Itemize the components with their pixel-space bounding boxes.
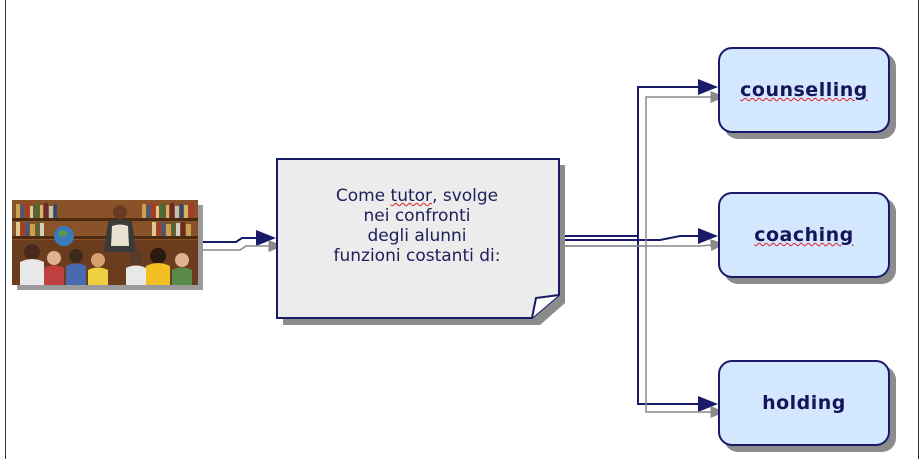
connector-photo-note-dark [198, 230, 276, 246]
box-coaching: coaching [718, 192, 890, 278]
note-line-4: funzioni costanti di: [333, 246, 501, 266]
note-line-3: degli alunni [367, 226, 467, 246]
classroom-photo [12, 200, 198, 285]
connector-note-holding-light [645, 246, 726, 418]
box-counselling-label: counselling [740, 79, 868, 101]
note-line-1: Come tutor, svolge [335, 186, 499, 206]
connector-note-coaching-light [560, 239, 726, 252]
note-flagged-word: tutor [390, 186, 433, 206]
note-text: Come tutor, svolge nei confronti degli a… [276, 186, 558, 266]
box-counselling: counselling [718, 47, 890, 133]
box-holding: holding [718, 360, 890, 446]
connector-note-coaching-dark [560, 228, 718, 244]
connector-note-counselling-dark [560, 79, 718, 237]
box-coaching-label: coaching [754, 224, 854, 246]
note-box: Come tutor, svolge nei confronti degli a… [276, 158, 565, 325]
note-shape [276, 158, 565, 325]
connector-photo-note-light [198, 240, 284, 252]
slide-frame [5, 0, 919, 459]
box-holding-label: holding [762, 392, 846, 414]
connector-note-holding-dark [637, 236, 718, 412]
note-line-2: nei confronti [363, 206, 471, 226]
connector-note-counselling-light [560, 91, 726, 247]
